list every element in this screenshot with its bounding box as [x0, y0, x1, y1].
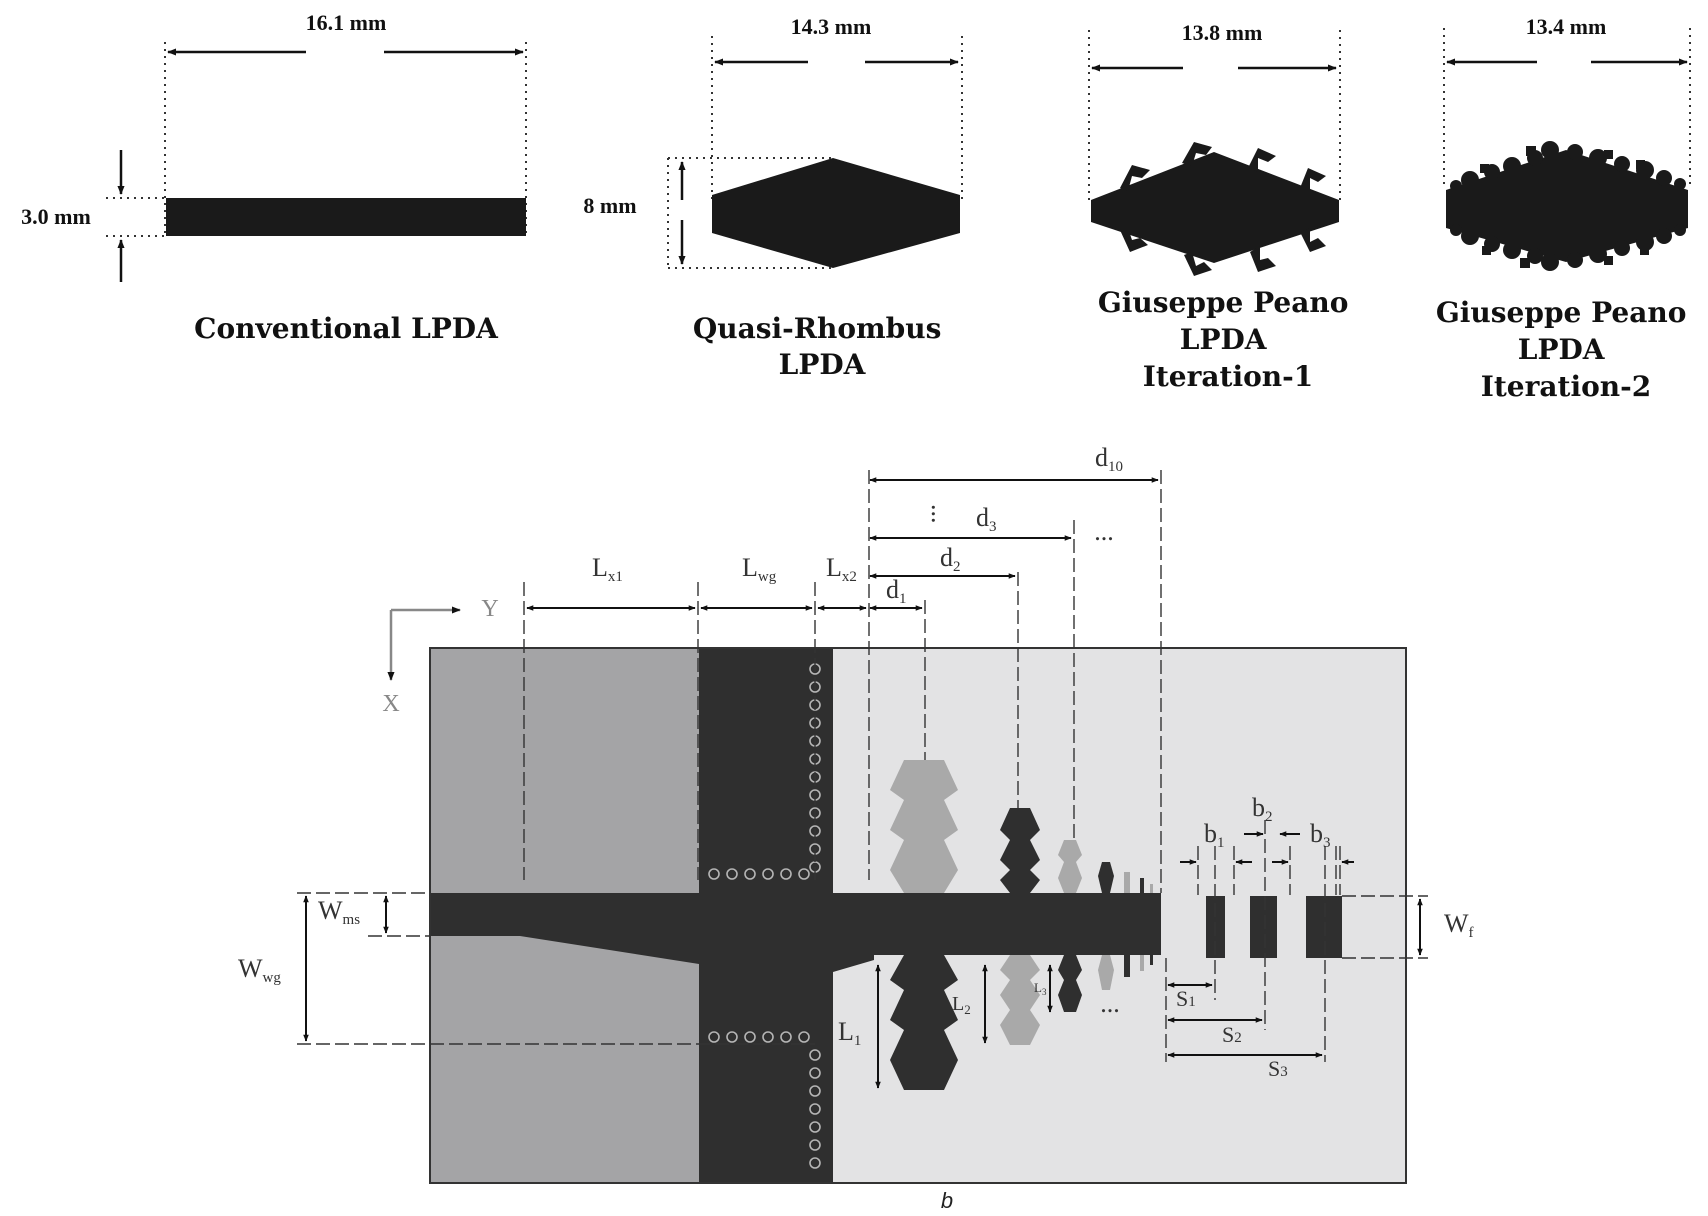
dipole-5-top: [1124, 872, 1130, 893]
label-l2: L2: [952, 993, 971, 1017]
via-column-top: [708, 663, 821, 880]
label-d10: d10: [1095, 443, 1123, 475]
quasi-rhombus-width-label: 14.3 mm: [791, 14, 872, 39]
ellipsis-vertical: ...: [926, 504, 955, 524]
dipole-elements-bottom: [890, 955, 1153, 1090]
peano2-dipole: [1446, 141, 1688, 271]
horizontal-guides: [297, 892, 1428, 1045]
axis-x-label: X: [382, 691, 399, 717]
conventional-height-label: 3.0 mm: [21, 204, 91, 229]
dipole-1-top: [890, 760, 958, 893]
label-l1: L1: [838, 1017, 861, 1049]
dipole-elements-top: [890, 760, 1153, 893]
conventional-lpda: 16.1 mm 3.0 mm Conventional LPDA: [21, 10, 527, 345]
ellipsis-bottom: ...: [1100, 989, 1120, 1018]
dipole-6-top: [1140, 878, 1144, 893]
director-strip-2: [1250, 896, 1277, 958]
quasi-rhombus-caption: Quasi-Rhombus LPDA: [693, 312, 951, 381]
peano1-width-label: 13.8 mm: [1182, 20, 1263, 45]
peano2-width-label: 13.4 mm: [1526, 14, 1607, 39]
peano2-caption: Giuseppe Peano LPDA Iteration-2: [1436, 296, 1696, 403]
label-s3: S3: [1268, 1056, 1288, 1081]
label-b1: b1: [1204, 819, 1225, 851]
axis-indicator: Y X: [382, 596, 498, 717]
conventional-dipole: [166, 198, 526, 236]
peano1-caption: Giuseppe Peano LPDA Iteration-1: [1098, 286, 1358, 393]
quasi-rhombus-dipole: [712, 158, 960, 268]
label-b2: b2: [1252, 793, 1273, 825]
dipole-2-top: [1000, 808, 1040, 893]
dipole-7-bottom: [1150, 955, 1153, 965]
conventional-caption: Conventional LPDA: [194, 312, 499, 345]
dipole-1-bottom: [890, 955, 958, 1090]
dipole-2-bottom: [1000, 955, 1040, 1045]
dipole-7-top: [1150, 884, 1153, 893]
quasi-rhombus-height-label: 8 mm: [583, 193, 636, 218]
dipole-4-bottom: [1098, 955, 1114, 990]
peano-iteration-1: 13.8 mm Giuseppe Peano LPDA Iteration: [1088, 20, 1358, 393]
quasi-rhombus-lpda: 14.3 mm 8 mm Quasi-Rhombus LPDA: [583, 14, 963, 381]
label-s2: S2: [1222, 1022, 1242, 1047]
label-wf: Wf: [1444, 909, 1474, 941]
label-lwg: Lwg: [742, 553, 777, 585]
ellipsis-top: ...: [1094, 517, 1114, 546]
figure-caption: b: [941, 1188, 953, 1213]
dipole-3-top: [1058, 840, 1082, 893]
peano1-dipole: [1091, 142, 1339, 276]
dipole-6-bottom: [1140, 955, 1144, 971]
label-l3: L3: [1034, 980, 1047, 997]
conventional-width-label: 16.1 mm: [306, 10, 387, 35]
label-d3: d3: [976, 503, 997, 535]
label-lx2: Lx2: [826, 553, 857, 585]
director-strip-3: [1306, 896, 1342, 958]
dipole-5-bottom: [1124, 955, 1130, 977]
label-wwg: Wwg: [238, 954, 281, 986]
dimension-labels: d10 d3 d2 d1 Lx1 Lwg Lx2 Wms Wwg L1 L2 L…: [238, 443, 1474, 1081]
label-wms: Wms: [318, 896, 360, 928]
feed-line-end: [1071, 893, 1161, 955]
label-s1: S1: [1176, 986, 1196, 1011]
label-d2: d2: [940, 543, 961, 575]
bottom-panel: Y X: [238, 443, 1474, 1213]
label-lx1: Lx1: [592, 553, 623, 585]
top-panel: 16.1 mm 3.0 mm Conventional LPDA 14.3 mm: [21, 10, 1696, 403]
label-b3: b3: [1310, 819, 1331, 851]
dipole-4-top: [1098, 862, 1114, 893]
label-d1: d1: [886, 575, 907, 607]
peano-iteration-2: 13.4 mm: [1436, 14, 1696, 403]
via-column-bottom: [708, 1031, 821, 1169]
dimension-arrows: [303, 477, 1423, 1089]
dipole-3-bottom: [1058, 955, 1082, 1012]
axis-y-label: Y: [481, 596, 498, 622]
dimension-guides: [523, 470, 1341, 1062]
